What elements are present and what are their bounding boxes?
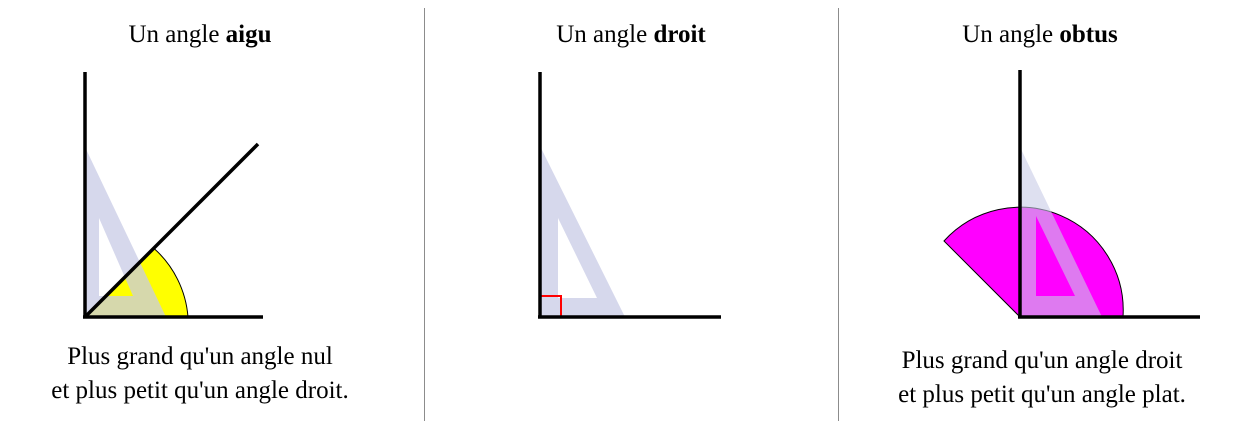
- acute-angle-diagram: [83, 72, 263, 319]
- obtuse-angle-diagram: [943, 70, 1200, 319]
- caption-line-1: Plus grand qu'un angle nul: [67, 343, 333, 370]
- title-keyword: droit: [653, 21, 706, 48]
- panel-divider: [424, 8, 425, 421]
- caption-line-2: et plus petit qu'un angle plat.: [898, 381, 1186, 408]
- right-angle-diagram: [538, 72, 721, 319]
- right-angle-marker: [541, 295, 562, 316]
- panel-title: Un angle droit: [424, 20, 838, 50]
- title-prefix: Un angle: [962, 21, 1060, 48]
- panel-divider: [838, 8, 839, 421]
- panel-caption: Plus grand qu'un angle nul et plus petit…: [0, 340, 400, 408]
- title-prefix: Un angle: [556, 21, 654, 48]
- title-keyword: obtus: [1059, 21, 1118, 48]
- panel-title: Un angle aigu: [0, 20, 412, 50]
- angle-diagonal-ray: [83, 142, 260, 319]
- set-square: [85, 147, 166, 317]
- set-square: [540, 146, 625, 317]
- caption-line-1: Plus grand qu'un angle droit: [901, 347, 1183, 374]
- title-prefix: Un angle: [128, 21, 226, 48]
- set-square: [1020, 147, 1102, 317]
- panel-caption: Plus grand qu'un angle droit et plus pet…: [838, 344, 1246, 412]
- panel-right-angle: Un angle droit: [424, 0, 838, 421]
- caption-line-2: et plus petit qu'un angle droit.: [51, 377, 349, 404]
- panel-acute-angle: Un angle aigu Plus grand qu'un angle nul…: [0, 0, 424, 421]
- title-keyword: aigu: [225, 21, 272, 48]
- panel-obtuse-angle: Un angle obtus Plus grand qu'un angle dr…: [838, 0, 1246, 421]
- panel-title: Un angle obtus: [836, 20, 1244, 50]
